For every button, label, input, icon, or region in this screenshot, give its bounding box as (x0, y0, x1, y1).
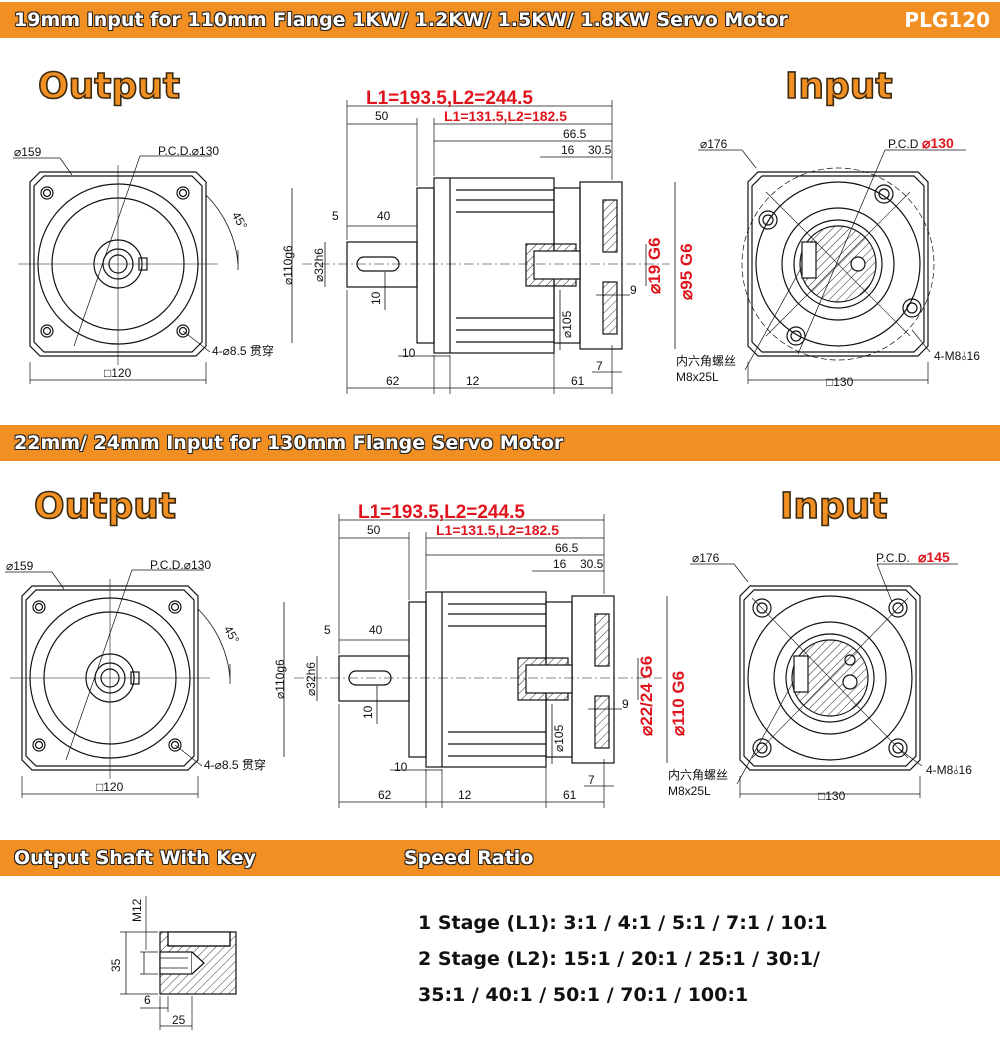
gearbox-side-view (291, 100, 676, 394)
model-number: PLG120 (904, 8, 990, 32)
dim-output-pcd: P.C.D.⌀130 (150, 558, 211, 572)
dim-105: ⌀105 (552, 724, 566, 752)
dim-input-square: □130 (826, 375, 854, 389)
dim-input-pcd-value: ⌀145 (918, 549, 950, 565)
dim-input-diameter: ⌀176 (700, 137, 728, 151)
dim-key-10: 10 (369, 291, 383, 305)
section2-drawings: ⌀159 P.C.D.⌀130 45° 4-⌀8.5 贯穿 □120 (5, 502, 972, 808)
input-label: Input (779, 485, 888, 528)
dim-66-5: 66.5 (555, 541, 579, 555)
dim-flange-10: 10 (402, 346, 416, 360)
dim-input-pcd-value: ⌀130 (922, 135, 954, 151)
dim-61: 61 (563, 788, 577, 802)
dim-61: 61 (571, 374, 585, 388)
screw-label: M8x25L (668, 784, 711, 798)
dim-output-diameter: ⌀159 (14, 145, 42, 159)
screw-label-cn: 内六角螺丝 (668, 768, 728, 782)
dim-9: 9 (622, 697, 629, 711)
dim-output-square: □120 (96, 780, 124, 794)
dim-flange-10: 10 (394, 760, 408, 774)
dim-shaft-dia: ⌀32h6 (312, 248, 326, 282)
dim-7: 7 (596, 359, 603, 373)
dim-key-10: 10 (361, 705, 375, 719)
ratio-stage-1: 1 Stage (L1): 3:1 / 4:1 / 5:1 / 7:1 / 10… (418, 912, 828, 934)
shaft-key-drawing (120, 896, 237, 1030)
section-header-shaft-ratio: Output Shaft With Key Speed Ratio (0, 840, 1000, 876)
dim-flange-dia: ⌀110g6 (281, 245, 295, 285)
dim-flange-dia: ⌀110g6 (273, 659, 287, 699)
ratio-stage-2-cont: 35:1 / 40:1 / 50:1 / 70:1 / 100:1 (418, 984, 749, 1006)
screw-label-cn: 内六角螺丝 (676, 354, 736, 368)
ratio-stage-2: 2 Stage (L2): 15:1 / 20:1 / 25:1 / 30:1/ (418, 948, 820, 970)
section-title: 22mm/ 24mm Input for 130mm Flange Servo … (14, 432, 564, 454)
gearbox-side-view (283, 514, 668, 808)
dim-7: 7 (588, 773, 595, 787)
section-header-130mm: 22mm/ 24mm Input for 130mm Flange Servo … (0, 425, 1000, 461)
dim-16: 16 (561, 143, 575, 157)
dim-62: 62 (386, 374, 400, 388)
dim-output-holes: 4-⌀8.5 贯穿 (204, 757, 266, 772)
output-end-view (5, 569, 231, 798)
dim-input-square: □130 (818, 789, 846, 803)
section-title: 19mm Input for 110mm Flange 1KW/ 1.2KW/ … (14, 9, 788, 31)
dim-40: 40 (369, 623, 383, 637)
dim-9: 9 (630, 283, 637, 297)
dim-16: 16 (553, 557, 567, 571)
input-end-view (698, 149, 966, 384)
dim-50: 50 (375, 109, 389, 123)
dim-output-diameter: ⌀159 (6, 559, 34, 573)
dim-input-diameter: ⌀176 (692, 551, 720, 565)
input-end-view (690, 563, 958, 798)
dim-12: 12 (458, 788, 472, 802)
dim-output-pcd: P.C.D.⌀130 (158, 144, 219, 158)
dim-input-holes: 4-M8⫰16 (926, 763, 972, 777)
dim-105: ⌀105 (560, 310, 574, 338)
dim-30-5: 30.5 (580, 557, 604, 571)
dim-angle: 45° (229, 209, 250, 232)
dim-input-spigot: ⌀95 G6 (677, 243, 696, 300)
dim-total-length: L1=193.5,L2=244.5 (366, 88, 533, 109)
dim-5: 5 (332, 209, 339, 223)
dim-66-5: 66.5 (563, 127, 587, 141)
input-label: Input (784, 65, 893, 108)
dim-thread: M12 (130, 898, 144, 922)
dim-input-pcd-prefix: P.C.D. (876, 551, 910, 565)
section-header-110mm: 19mm Input for 110mm Flange 1KW/ 1.2KW/ … (0, 2, 1000, 38)
dim-output-holes: 4-⌀8.5 贯穿 (212, 343, 274, 358)
dim-50: 50 (367, 523, 381, 537)
dim-30-5: 30.5 (588, 143, 612, 157)
dim-40: 40 (377, 209, 391, 223)
dim-sub-length: L1=131.5,L2=182.5 (436, 522, 559, 538)
dim-input-holes: 4-M8⫰16 (934, 349, 980, 363)
dim-5: 5 (324, 623, 331, 637)
output-end-view (13, 155, 239, 384)
output-label: Output (37, 65, 181, 108)
shaft-title: Output Shaft With Key (14, 847, 256, 869)
dim-input-bore: ⌀22/24 G6 (637, 656, 656, 736)
dim-input-spigot: ⌀110 G6 (669, 671, 688, 736)
dim-12: 12 (466, 374, 480, 388)
ratio-title: Speed Ratio (404, 847, 534, 869)
dim-input-pcd-prefix: P.C.D (888, 137, 919, 151)
dim-output-square: □120 (104, 366, 132, 380)
screw-label: M8x25L (676, 370, 719, 384)
dim-shaft-dia: ⌀32h6 (304, 662, 318, 696)
dim-angle: 45° (221, 623, 242, 646)
dim-input-bore: ⌀19 G6 (645, 237, 664, 294)
dim-shaft-6: 6 (144, 993, 151, 1007)
dim-shaft-25: 25 (172, 1013, 186, 1027)
dim-62: 62 (378, 788, 392, 802)
dim-sub-length: L1=131.5,L2=182.5 (444, 108, 567, 124)
output-label: Output (33, 485, 177, 528)
dim-total-length: L1=193.5,L2=244.5 (358, 502, 525, 523)
section1-drawings: ⌀159 P.C.D.⌀130 45° 4-⌀8.5 贯穿 □120 (13, 88, 980, 394)
dim-shaft-35: 35 (109, 958, 123, 972)
